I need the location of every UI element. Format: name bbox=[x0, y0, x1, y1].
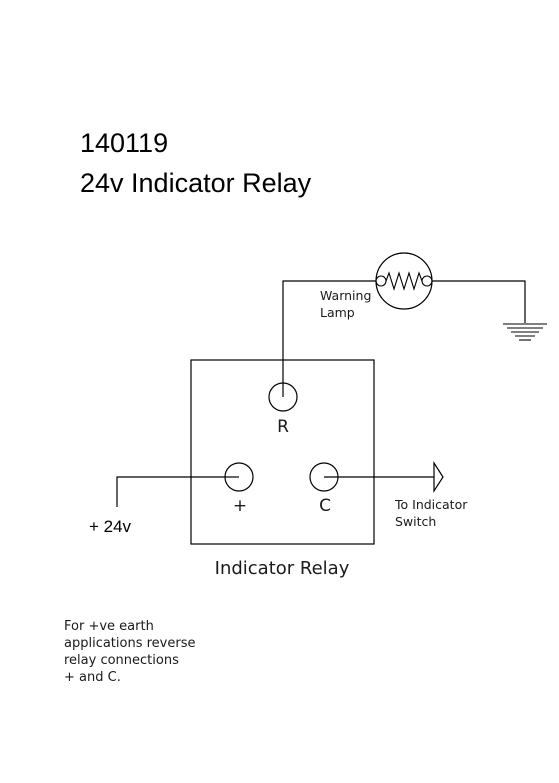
note-line-3: relay connections bbox=[64, 653, 179, 668]
note-line-2: applications reverse bbox=[64, 636, 195, 651]
ground-wire bbox=[432, 280, 526, 323]
diagram-title: 24v Indicator Relay bbox=[80, 168, 312, 198]
r-wire bbox=[282, 280, 377, 397]
supply-wire bbox=[116, 476, 239, 507]
terminal-r-label: R bbox=[277, 417, 289, 437]
output-label-line2: Switch bbox=[395, 514, 436, 529]
note-line-4: + and C. bbox=[64, 670, 121, 685]
part-number: 140119 bbox=[80, 128, 168, 158]
note-line-1: For +ve earth bbox=[64, 619, 154, 634]
arrow-icon bbox=[433, 460, 444, 494]
supply-label: + 24v bbox=[89, 517, 132, 536]
terminal-plus-label: + bbox=[233, 496, 247, 516]
output-label-line1: To Indicator bbox=[394, 497, 468, 512]
terminal-c-label: C bbox=[319, 496, 331, 516]
relay-name: Indicator Relay bbox=[215, 558, 350, 579]
lamp-icon bbox=[375, 252, 433, 310]
lamp-label-line1: Warning bbox=[320, 288, 371, 303]
ground-icon bbox=[503, 323, 547, 341]
lamp-label-line2: Lamp bbox=[320, 305, 355, 320]
